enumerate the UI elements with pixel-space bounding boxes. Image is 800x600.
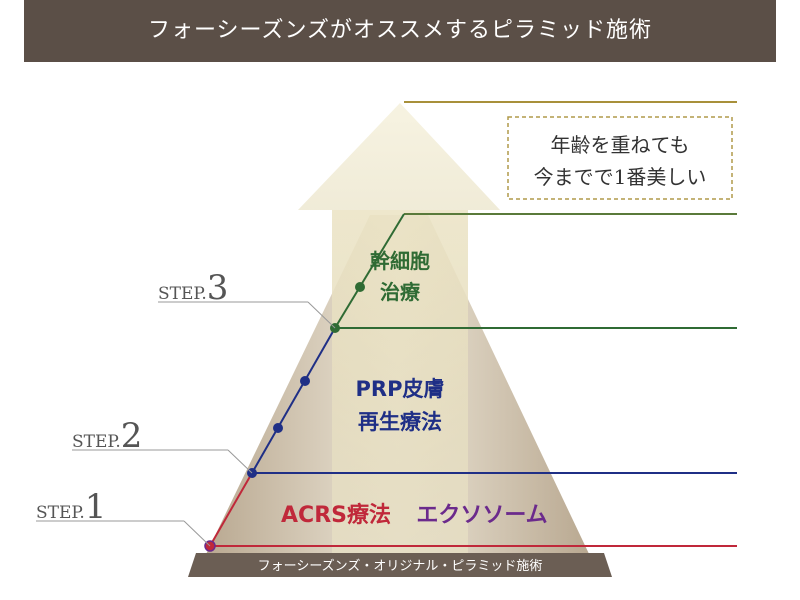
step3-label: STEP.3 <box>158 268 228 308</box>
level2-dot <box>300 376 310 386</box>
step2-leader <box>227 449 253 474</box>
goal-line2: 今までで1番美しい <box>534 165 707 189</box>
level2-line1: PRP皮膚 <box>356 377 445 401</box>
goal-line1: 年齢を重ねても <box>551 133 690 157</box>
base-bar <box>188 553 612 577</box>
base-label: フォーシーズンズ・オリジナル・ピラミッド施術 <box>258 558 543 574</box>
level1-label-b: エクソソーム <box>416 503 547 528</box>
step1-leader <box>183 520 211 547</box>
edge-level1 <box>209 472 253 547</box>
level1-label-a: ACRS療法 <box>281 502 391 528</box>
level2-line2: 再生療法 <box>358 410 442 434</box>
level3-dot <box>355 282 365 292</box>
edge-level3 <box>334 213 405 329</box>
edge-level2 <box>251 327 336 474</box>
step1-label: STEP.1 <box>36 487 106 527</box>
step3-leader <box>307 301 336 329</box>
step2-label: STEP.2 <box>72 416 142 456</box>
level3-line1: 幹細胞 <box>370 249 430 273</box>
level3-line2: 治療 <box>380 280 420 304</box>
level2-dot <box>273 423 283 433</box>
arrow-beam <box>332 210 468 577</box>
page-title: フォーシーズンズがオススメするピラミッド施術 <box>147 18 653 43</box>
goal-box <box>507 116 733 200</box>
header-bar: フォーシーズンズがオススメするピラミッド施術 <box>24 0 776 62</box>
